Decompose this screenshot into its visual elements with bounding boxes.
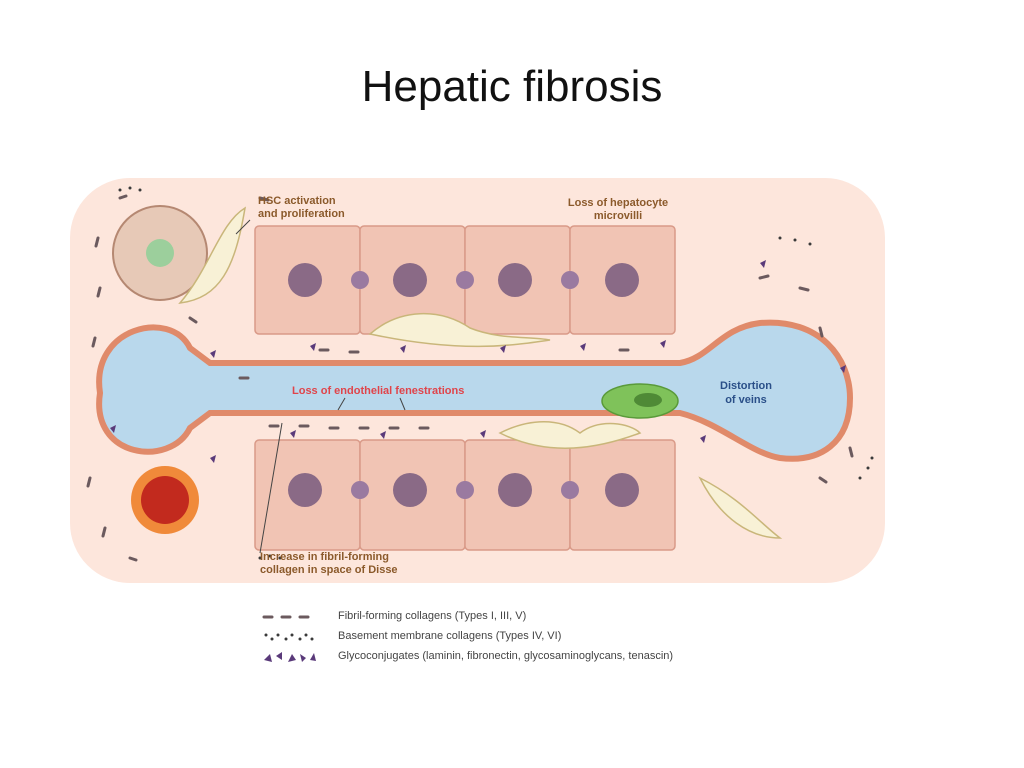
slide-title: Hepatic fibrosis <box>361 62 663 111</box>
basement-collagen-marks <box>118 186 874 560</box>
lower-hepatocytes <box>254 439 676 551</box>
legend-label-fibril: Fibril-forming collagens (Types I, III, … <box>338 610 527 622</box>
label-loss-microvilli-2: microvilli <box>594 210 642 222</box>
label-hsc-activation-1: HSC activation <box>258 195 336 207</box>
legend-item-glycoconjugates: Glycoconjugates (laminin, fibronectin, g… <box>260 648 780 668</box>
legend-item-basement: Basement membrane collagens (Types IV, V… <box>260 628 780 648</box>
legend: Fibril-forming collagens (Types I, III, … <box>260 608 780 668</box>
sinusoid-vessel <box>96 319 854 462</box>
label-increase-collagen-2: collagen in space of Disse <box>260 564 398 576</box>
label-increase-collagen-1: Increase in fibril-forming <box>260 551 389 563</box>
glycoconjugate-marks <box>110 260 846 463</box>
fibril-collagen-icon <box>262 615 310 619</box>
upper-hepatocytes <box>254 225 676 335</box>
label-loss-fenestrations: Loss of endothelial fenestrations <box>292 385 464 397</box>
hepatic-artery <box>131 466 199 534</box>
label-distortion-2: of veins <box>725 394 767 406</box>
bile-duct <box>112 205 208 301</box>
hepatic-fibrosis-diagram: HSC activation and proliferation Loss of… <box>70 178 885 583</box>
legend-item-fibril: Fibril-forming collagens (Types I, III, … <box>260 608 780 628</box>
label-hsc-activation-2: and proliferation <box>258 208 345 220</box>
label-distortion-1: Distortion <box>720 380 772 392</box>
label-pointers <box>235 219 406 554</box>
legend-label-glycoconjugates: Glycoconjugates (laminin, fibronectin, g… <box>338 650 674 662</box>
glycoconjugate-icon <box>264 652 316 662</box>
stellate-cells <box>178 206 783 539</box>
legend-label-basement: Basement membrane collagens (Types IV, V… <box>338 630 562 642</box>
basement-collagen-icon <box>264 633 314 641</box>
label-loss-microvilli-1: Loss of hepatocyte <box>568 197 668 209</box>
fibril-collagen-marks <box>86 194 854 562</box>
